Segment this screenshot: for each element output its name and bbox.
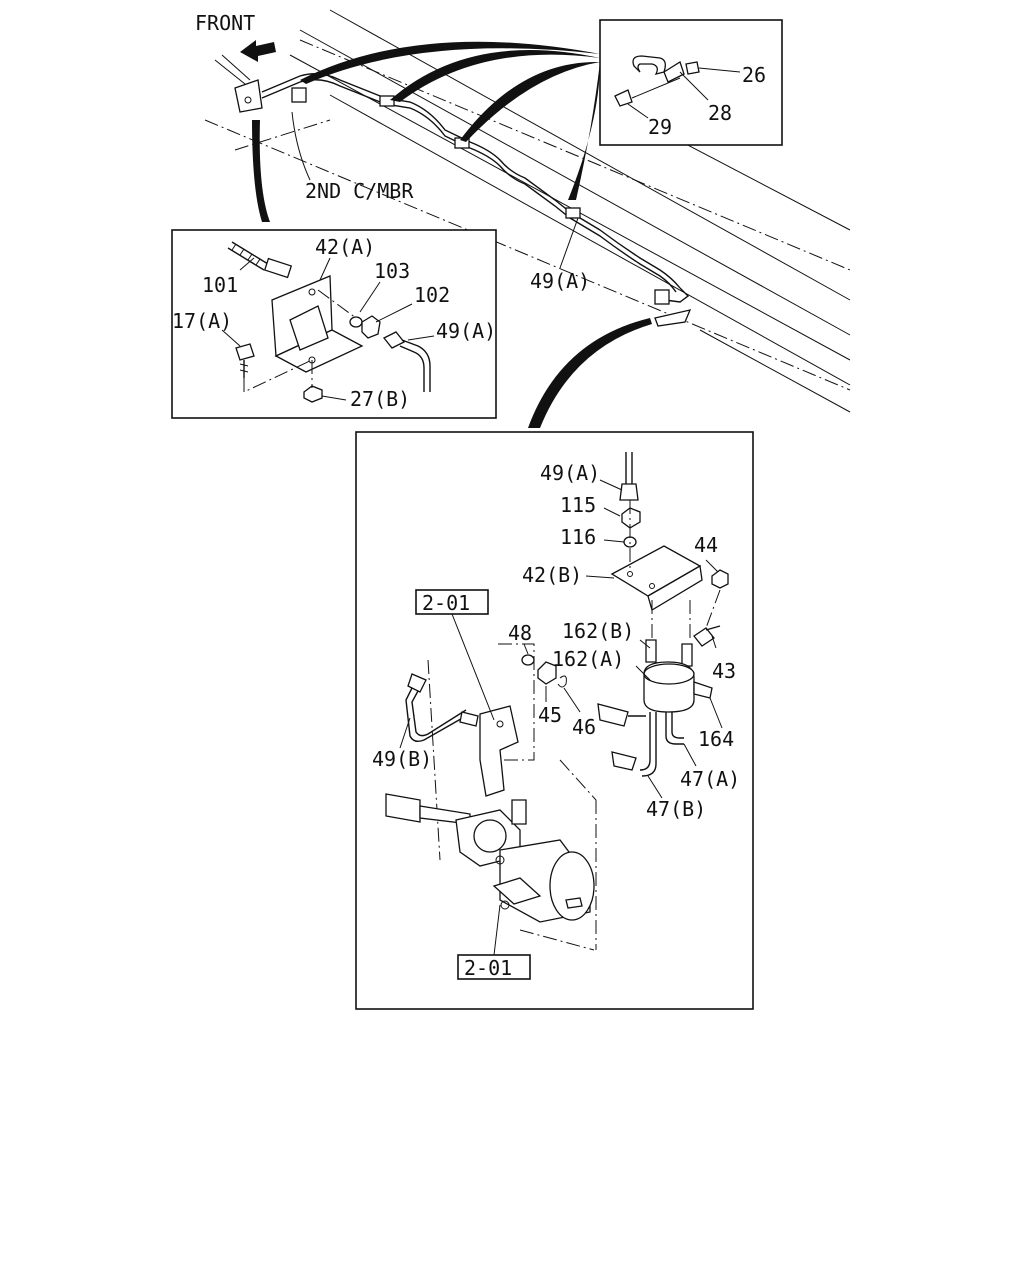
ref-box-top[interactable]: 2-01 [415, 589, 489, 615]
pointer-arrows-top [300, 41, 600, 200]
front-bracket [214, 54, 263, 113]
callout-29: 29 [648, 115, 672, 139]
callout-17a: 17(A) [172, 309, 232, 333]
callout-49b: 49(B) [372, 747, 432, 771]
callout-47b: 47(B) [646, 797, 706, 821]
ref-box-bottom-label: 2-01 [464, 956, 512, 980]
callout-47a: 47(A) [680, 767, 740, 791]
callout-49a-bottom: 49(A) [540, 461, 600, 485]
clip-detail-box [599, 19, 783, 146]
bracket-detail-box [171, 229, 497, 419]
brake-pipe-49a [261, 73, 692, 327]
callout-42b: 42(B) [522, 563, 582, 587]
callout-162b: 162(B) [562, 619, 634, 643]
callout-43: 43 [712, 659, 736, 683]
callout-48: 48 [508, 621, 532, 645]
callout-162a: 162(A) [552, 647, 624, 671]
callout-101: 101 [202, 273, 238, 297]
front-label: FRONT [195, 11, 255, 35]
ref-box-bottom[interactable]: 2-01 [457, 954, 531, 980]
pointer-arrow-left [252, 120, 270, 222]
callout-27b: 27(B) [350, 387, 410, 411]
callout-42a: 42(A) [315, 235, 375, 259]
callout-49a-left: 49(A) [436, 319, 496, 343]
front-arrow-icon [240, 40, 276, 62]
callout-49a-main: 49(A) [530, 269, 590, 293]
ref-box-top-label: 2-01 [422, 591, 470, 615]
callout-45: 45 [538, 703, 562, 727]
callout-115: 115 [560, 493, 596, 517]
pointer-arrow-bottom [528, 318, 652, 428]
callout-44: 44 [694, 533, 718, 557]
callout-102: 102 [414, 283, 450, 307]
callout-164: 164 [698, 727, 734, 751]
callout-103: 103 [374, 259, 410, 283]
callout-116: 116 [560, 525, 596, 549]
valve-detail-box [355, 431, 754, 1010]
callout-26: 26 [742, 63, 766, 87]
callout-46: 46 [572, 715, 596, 739]
member-label: 2ND C/MBR [305, 179, 414, 203]
callout-28: 28 [708, 101, 732, 125]
